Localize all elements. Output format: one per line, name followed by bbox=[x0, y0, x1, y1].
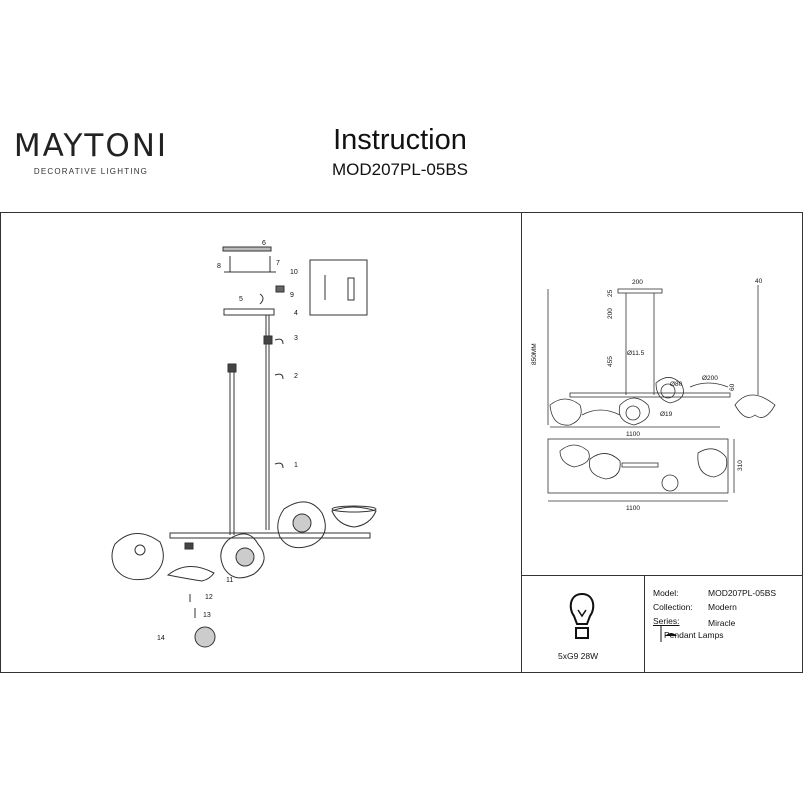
series-value: Miracle bbox=[708, 618, 736, 628]
callout-4: 4 bbox=[294, 310, 298, 317]
dim-40: 40 bbox=[755, 278, 763, 285]
dim-455: 455 bbox=[607, 356, 614, 367]
document-title: Instruction bbox=[333, 124, 467, 156]
callout-9: 9 bbox=[290, 292, 294, 299]
brand-tagline: DECORATIVE LIGHTING bbox=[33, 167, 149, 176]
dim-200: 200 bbox=[607, 308, 614, 319]
callout-7: 7 bbox=[276, 260, 280, 267]
callout-6: 6 bbox=[262, 240, 266, 247]
pendant-lamp-icon bbox=[660, 626, 677, 642]
callout-8: 8 bbox=[217, 263, 221, 270]
dim-height-850: 850MM bbox=[531, 343, 538, 365]
g9-bulb-icon bbox=[569, 592, 595, 639]
dim-top-width: 200 bbox=[632, 279, 643, 286]
dim-80: Ø80 bbox=[670, 381, 683, 388]
dim-1100-top: 1100 bbox=[626, 505, 640, 512]
callout-1: 1 bbox=[294, 462, 298, 469]
callout-13: 13 bbox=[203, 612, 211, 619]
series-label: Series: bbox=[653, 616, 680, 626]
type-value: Pendant Lamps bbox=[664, 630, 724, 640]
dim-25: 25 bbox=[607, 289, 614, 297]
dim-11-5: Ø11.5 bbox=[627, 350, 645, 357]
dim-310: 310 bbox=[737, 460, 744, 471]
brand-logo: MAYTONI bbox=[13, 128, 169, 164]
callout-2: 2 bbox=[294, 373, 298, 380]
panel-divider-vertical bbox=[521, 212, 522, 673]
dim-200b: Ø200 bbox=[702, 375, 718, 382]
callout-12: 12 bbox=[205, 594, 213, 601]
callout-11: 11 bbox=[226, 577, 233, 584]
model-code: MOD207PL-05BS bbox=[331, 160, 469, 179]
model-label: Model: bbox=[653, 588, 679, 598]
collection-value: Modern bbox=[708, 602, 737, 612]
dimension-drawing: 200 850MM 25 200 455 Ø11.5 Ø80 Ø19 Ø200 … bbox=[531, 278, 776, 512]
info-divider bbox=[644, 575, 645, 673]
assembly-drawing: 6 7 8 9 10 5 4 3 2 1 11 12 13 14 bbox=[111, 240, 377, 648]
collection-label: Collection: bbox=[653, 602, 693, 612]
dim-1100-front: 1100 bbox=[626, 431, 640, 438]
model-value: MOD207PL-05BS bbox=[708, 588, 777, 598]
instruction-frame bbox=[0, 212, 803, 673]
callout-10: 10 bbox=[290, 269, 298, 276]
bulb-spec: 5xG9 28W bbox=[558, 651, 599, 661]
panel-divider-horizontal bbox=[521, 575, 803, 576]
callout-3: 3 bbox=[294, 335, 298, 342]
callout-14: 14 bbox=[157, 635, 165, 642]
callout-5: 5 bbox=[239, 296, 243, 303]
dim-60: 60 bbox=[729, 383, 736, 391]
dim-19: Ø19 bbox=[660, 411, 673, 418]
